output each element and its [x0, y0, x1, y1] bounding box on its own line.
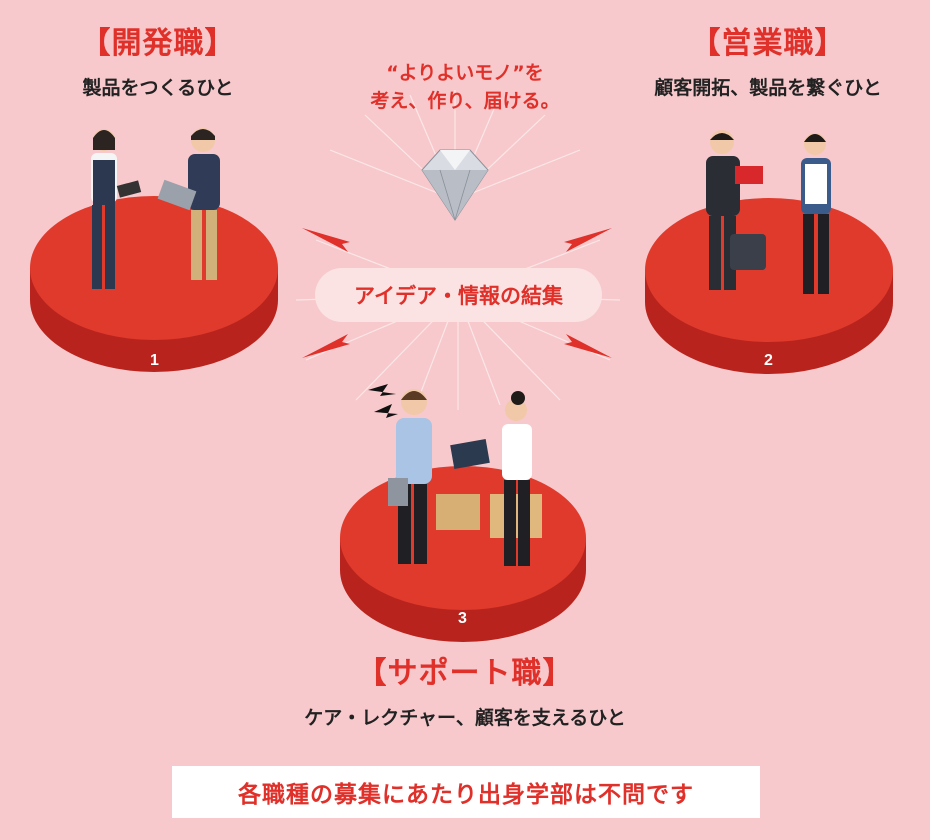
sales-title: 【営業職】	[690, 26, 846, 61]
slogan-line-1: “よりよいモノ”を	[386, 62, 544, 84]
platform-number-3: 3	[458, 610, 467, 627]
platform-development	[30, 196, 278, 372]
slogan-line-2: 考え、作り、届ける。	[370, 90, 560, 112]
footer-notice: 各職種の募集にあたり出身学部は不問です	[172, 766, 760, 818]
support-title: 【サポート職】	[356, 656, 574, 691]
platform-sales	[645, 198, 893, 374]
development-desc: 製品をつくるひと	[82, 77, 234, 99]
sales-people-illustration	[706, 130, 831, 294]
arrow-from-sales-upper	[564, 228, 612, 252]
arrows	[302, 228, 612, 358]
arrow-from-development-lower	[302, 334, 350, 358]
developer-people-illustration	[91, 128, 220, 289]
support-people-illustration	[368, 384, 542, 566]
development-title: 【開発職】	[80, 26, 236, 61]
diamond-icon	[421, 149, 489, 221]
support-desc: ケア・レクチャー、顧客を支えるひと	[304, 707, 626, 729]
center-label: アイデア・情報の結集	[315, 268, 602, 322]
arrow-from-development-upper	[302, 228, 350, 252]
platform-number-2: 2	[764, 352, 773, 369]
platform-number-1: 1	[150, 352, 159, 369]
sales-desc: 顧客開拓、製品を繋ぐひと	[654, 77, 882, 99]
arrow-from-sales-lower	[564, 334, 612, 358]
